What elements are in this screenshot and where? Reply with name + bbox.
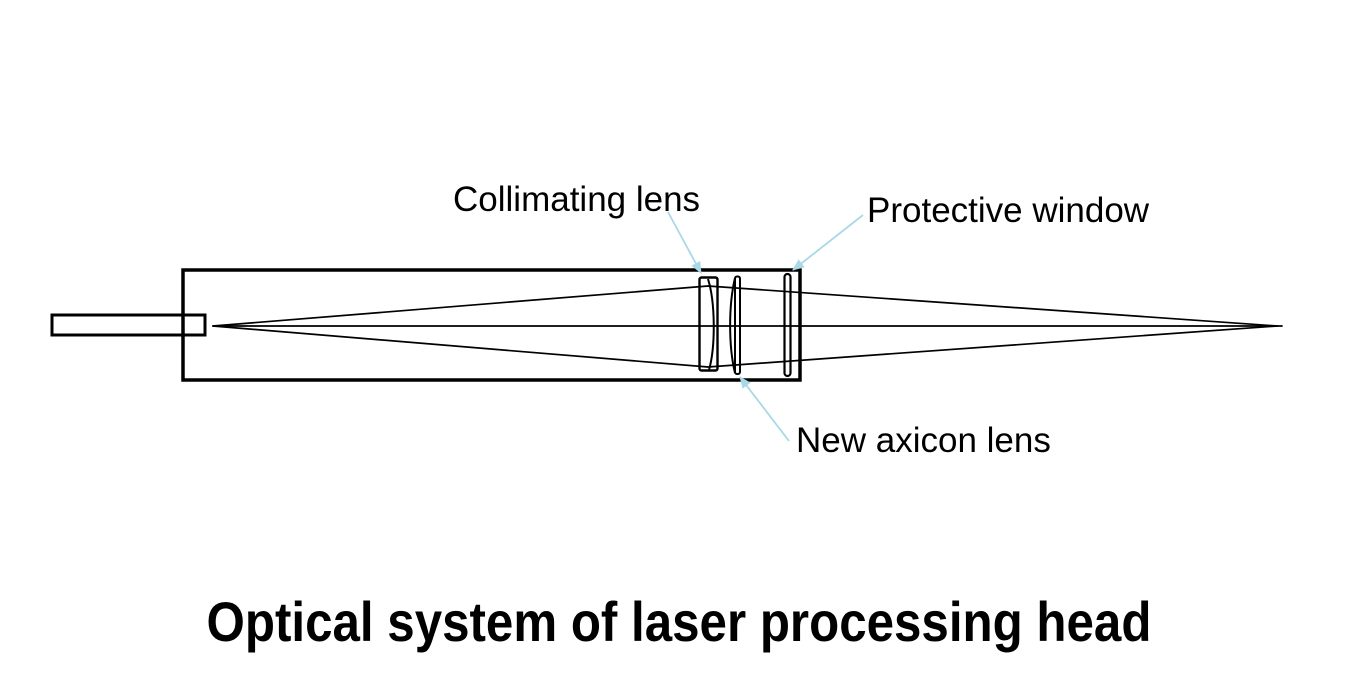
laser-head-housing: [181, 268, 802, 382]
new-axicon-lens-label: New axicon lens: [796, 421, 1051, 460]
diagram-title: Optical system of laser processing head: [206, 590, 1152, 653]
axicon-lens-body: [734, 275, 741, 375]
lower-marginal-ray: [212, 325, 1278, 368]
axicon-lens-curved-surface: [729, 277, 736, 374]
protective-window-element: [783, 272, 792, 378]
protective-window-leader-line: [792, 214, 864, 271]
upper-marginal-ray: [212, 285, 1278, 327]
protective-window-label: Protective window: [867, 191, 1150, 230]
collimating-lens-curved-surface: [707, 278, 715, 371]
collimating-lens-body: [698, 276, 719, 372]
fiber-input-connector: [50, 313, 207, 337]
collimating-lens-label: Collimating lens: [453, 180, 701, 219]
new-axicon-lens-leader-line: [739, 376, 790, 442]
collimating-lens-leader-line: [667, 211, 702, 274]
